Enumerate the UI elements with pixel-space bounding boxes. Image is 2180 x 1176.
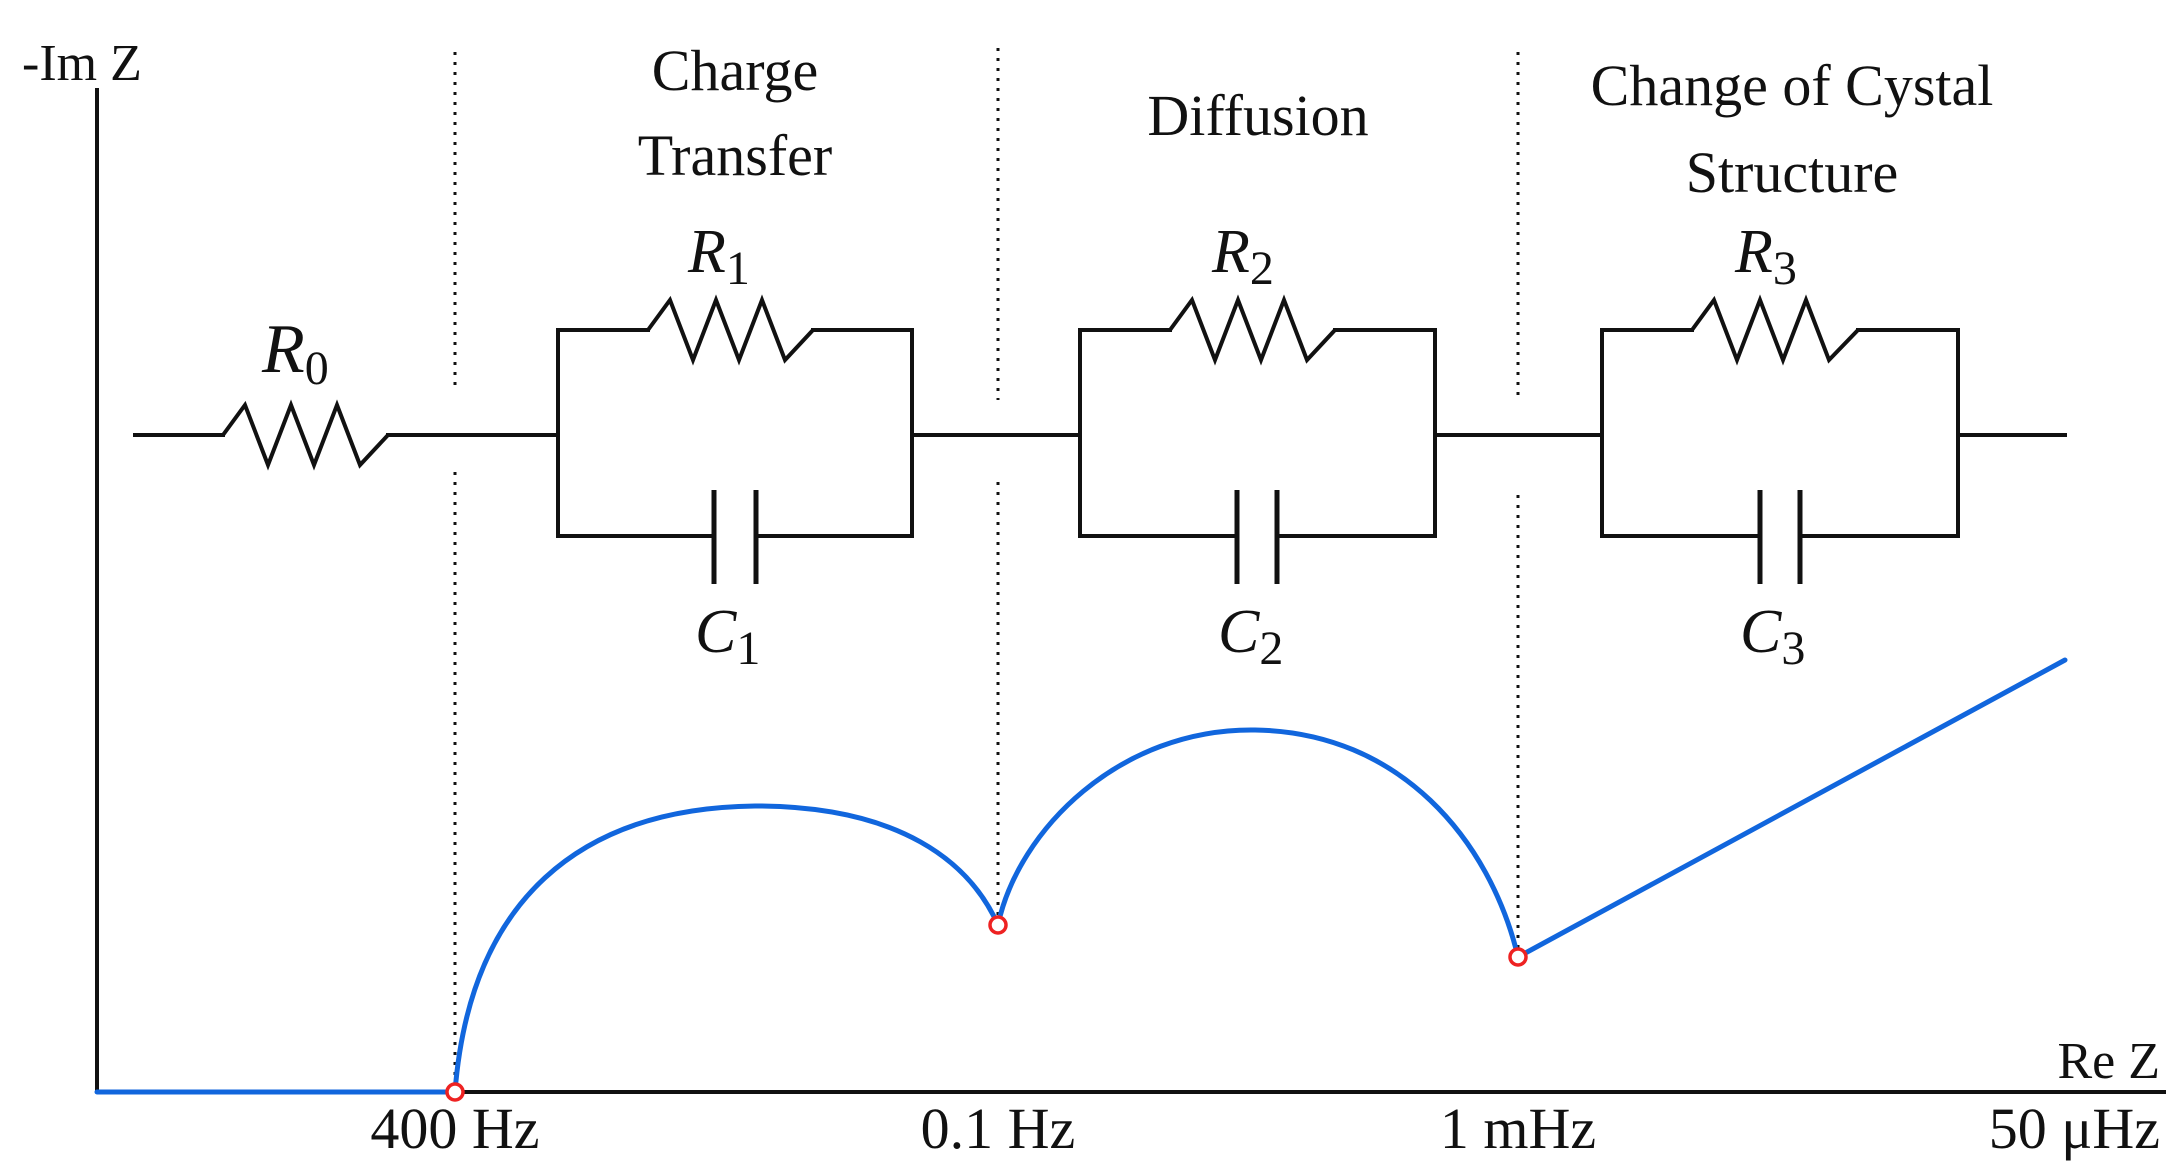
marker-400hz (445, 1082, 465, 1102)
label-r2-subscript: 2 (1250, 242, 1274, 295)
label-r2: R2 (1211, 218, 1274, 295)
curve-semicircle-diffusion (995, 727, 1521, 960)
freq-label-400hz: 400 Hz (370, 1096, 539, 1161)
rc2-frame-top-left (1078, 328, 1239, 538)
label-r3: R3 (1734, 218, 1797, 295)
rc-block-1: R1 C1 (556, 218, 914, 675)
label-c2-subscript: 2 (1259, 622, 1283, 675)
rc2-frame-top-right (1275, 328, 1437, 538)
freq-label-50uhz: 50 μHz (1989, 1096, 2160, 1161)
label-r0: R0 (261, 311, 329, 395)
curve-semicircle-charge-transfer (452, 803, 1001, 1095)
y-axis-label: -Im Z (22, 35, 142, 92)
impedance-curve (94, 657, 2068, 1102)
label-r1-subscript: 1 (726, 242, 750, 295)
rc3-frame-top-right (1798, 328, 1960, 538)
label-c1-subscript: 1 (736, 622, 760, 675)
rc-block-3: R3 C3 (1600, 218, 1960, 675)
region-label-crystal-structure-line1: Change of Cystal (1591, 53, 1994, 118)
resistor-r3 (1690, 294, 1860, 366)
resistor-r1 (646, 294, 815, 366)
label-c3-subscript: 3 (1781, 622, 1805, 675)
region-label-charge-transfer-line2: Transfer (638, 123, 832, 188)
region-label-charge-transfer-line1: Charge (652, 38, 818, 103)
freq-label-0-1hz: 0.1 Hz (921, 1096, 1076, 1161)
region-label-diffusion: Diffusion (1147, 83, 1368, 148)
equivalent-circuit: R0 R1 C1 R2 C2 (133, 218, 2067, 675)
label-r0-subscript: 0 (305, 342, 329, 395)
rc1-frame-top-left (556, 328, 716, 538)
frequency-labels: 400 Hz 0.1 Hz 1 mHz 50 μHz (370, 1096, 2160, 1161)
label-c3: C3 (1740, 598, 1805, 675)
label-r3-subscript: 3 (1773, 242, 1797, 295)
region-dividers (453, 48, 1520, 1085)
region-label-crystal-structure-line2: Structure (1686, 140, 1899, 205)
marker-1mhz (1508, 947, 1528, 967)
label-r1: R1 (687, 218, 750, 295)
region-labels: Charge Transfer Diffusion Change of Cyst… (638, 38, 1994, 205)
x-axis-label: Re Z (2057, 1033, 2160, 1090)
label-c2: C2 (1218, 598, 1283, 675)
rc1-frame-top-right (754, 328, 914, 538)
rc-block-2: R2 C2 (1078, 218, 1437, 675)
curve-warburg-tail (1515, 657, 2068, 960)
freq-label-1mhz: 1 mHz (1440, 1096, 1596, 1161)
rc3-frame-top-left (1600, 328, 1762, 538)
marker-0-1hz (988, 915, 1008, 935)
label-c1: C1 (695, 598, 760, 675)
resistor-r2 (1168, 294, 1337, 366)
resistor-r0 (221, 399, 390, 471)
